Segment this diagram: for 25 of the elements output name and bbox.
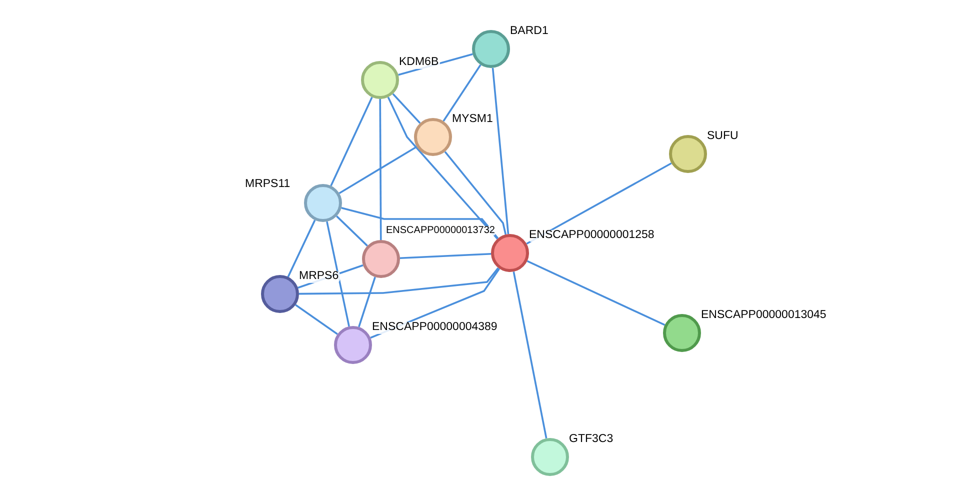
interaction-edge <box>341 206 499 239</box>
node-label: MRPS11 <box>244 179 292 190</box>
node-label: ENSCAPP00000001258 <box>528 230 656 242</box>
interaction-edge <box>492 68 510 234</box>
interaction-edge <box>336 216 368 246</box>
node-label: ENSCAPP00000013045 <box>700 310 828 322</box>
interaction-edge <box>299 267 499 295</box>
node-label: MRPS6 <box>298 271 340 282</box>
interaction-edge <box>387 96 498 240</box>
interaction-edge <box>444 151 507 235</box>
node-label: SUFU <box>706 131 740 142</box>
node-label: GTF3C3 <box>568 434 614 446</box>
interaction-edge <box>392 93 421 124</box>
interaction-edge <box>287 220 316 278</box>
interaction-edge <box>295 304 338 335</box>
interaction-edge <box>512 271 548 439</box>
interaction-edge <box>358 276 376 328</box>
node-label: ENSCAPP00000004389 <box>371 322 498 334</box>
node-label: KDM6B <box>398 57 440 68</box>
interaction-edge <box>400 252 492 260</box>
node-label: MYSM1 <box>451 114 494 126</box>
interaction-edge <box>330 96 373 186</box>
node-label: ENSCAPP00000013732 <box>385 226 496 236</box>
interaction-edge <box>379 99 382 240</box>
interaction-edge <box>326 221 350 327</box>
